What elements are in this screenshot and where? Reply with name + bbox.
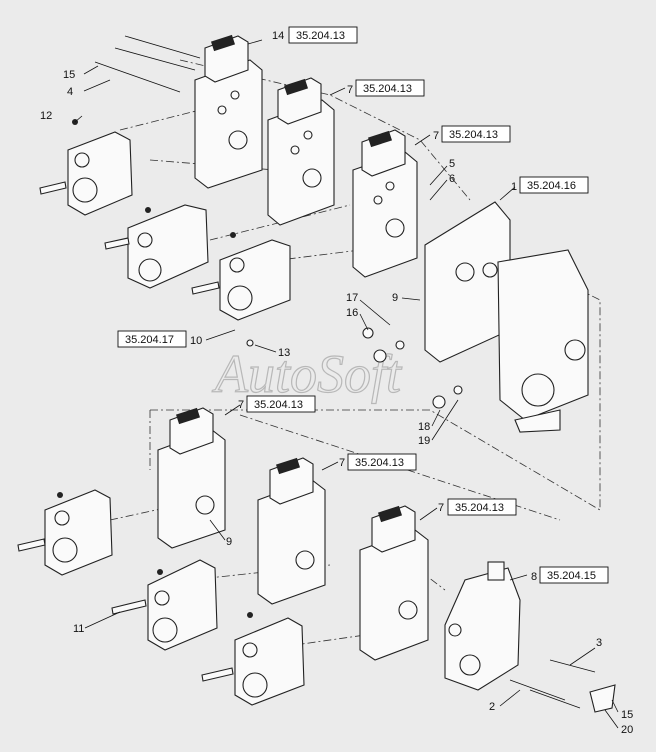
- part-label: 6: [449, 173, 455, 185]
- valve-section-7d: [257, 457, 326, 605]
- callout-num: 7: [433, 130, 439, 142]
- callout-ref: 35.204.13: [296, 30, 345, 42]
- callout-num: 1: [511, 181, 517, 193]
- callout-7a: 7 35.204.13: [347, 79, 425, 97]
- callout-10: 35.204.17 10: [117, 330, 202, 348]
- callout-num: 14: [272, 30, 284, 42]
- valve-section-7b: [352, 129, 418, 278]
- end-cover-12: [39, 119, 133, 216]
- part-label: 12: [40, 110, 52, 122]
- part-label: 16: [346, 307, 358, 319]
- callout-num: 7: [238, 399, 244, 411]
- leader-lines: [74, 39, 619, 729]
- end-cover-mid: [104, 204, 209, 289]
- callout-ref: 35.204.15: [547, 570, 596, 582]
- end-cover-bottom-3: [201, 612, 305, 706]
- part-number-labels: 15 4 12 5 6 9 17 16 13 18 19 9 11 3 2 15…: [40, 69, 633, 736]
- inlet-block-1: [424, 201, 589, 433]
- valve-section-14: [194, 34, 263, 189]
- part-label: 9: [226, 536, 232, 548]
- part-label: 15: [621, 709, 633, 721]
- part-label: 3: [596, 637, 602, 649]
- part-label: 11: [73, 623, 84, 635]
- valve-section-7c: [157, 407, 226, 549]
- callout-ref: 35.204.17: [125, 334, 174, 346]
- callout-ref: 35.204.13: [254, 399, 303, 411]
- part-label: 19: [418, 435, 430, 447]
- watermark-text: AutoSoft: [212, 344, 403, 404]
- part-label: 5: [449, 158, 455, 170]
- callout-7d: 7 35.204.13: [339, 453, 417, 471]
- valve-section-7a: [267, 77, 335, 226]
- part-label: 4: [67, 86, 73, 98]
- part-label: 17: [346, 292, 358, 304]
- callout-num: 7: [438, 502, 444, 514]
- end-cover-bottom-1: [17, 489, 113, 576]
- outlet-block-8: [444, 561, 616, 713]
- part-label: 18: [418, 421, 430, 433]
- valve-section-7e: [359, 505, 429, 661]
- seal-parts-mid: [246, 327, 463, 409]
- callout-num: 10: [190, 335, 202, 347]
- callout-ref: 35.204.13: [355, 457, 404, 469]
- callout-7e: 7 35.204.13: [438, 498, 517, 516]
- callout-num: 7: [347, 84, 353, 96]
- callout-ref: 35.204.13: [363, 83, 412, 95]
- end-cover-10: [191, 232, 291, 321]
- part-label: 13: [278, 347, 290, 359]
- end-cover-bottom-2: [111, 559, 218, 651]
- callout-1: 1 35.204.16: [511, 176, 589, 194]
- callout-ref: 35.204.16: [527, 180, 576, 192]
- part-label: 9: [392, 292, 398, 304]
- callout-num: 7: [339, 457, 345, 469]
- callout-8: 8 35.204.15: [531, 566, 609, 584]
- tie-rods: [94, 35, 596, 709]
- callout-14: 14 35.204.13: [272, 26, 358, 44]
- callout-num: 8: [531, 571, 537, 583]
- callout-ref: 35.204.13: [449, 129, 498, 141]
- callout-7b: 7 35.204.13: [433, 125, 511, 143]
- part-label: 15: [63, 69, 75, 81]
- part-label: 2: [489, 701, 495, 713]
- callout-7c: 7 35.204.13: [238, 395, 316, 413]
- part-label: 20: [621, 724, 633, 736]
- callout-ref: 35.204.13: [455, 502, 504, 514]
